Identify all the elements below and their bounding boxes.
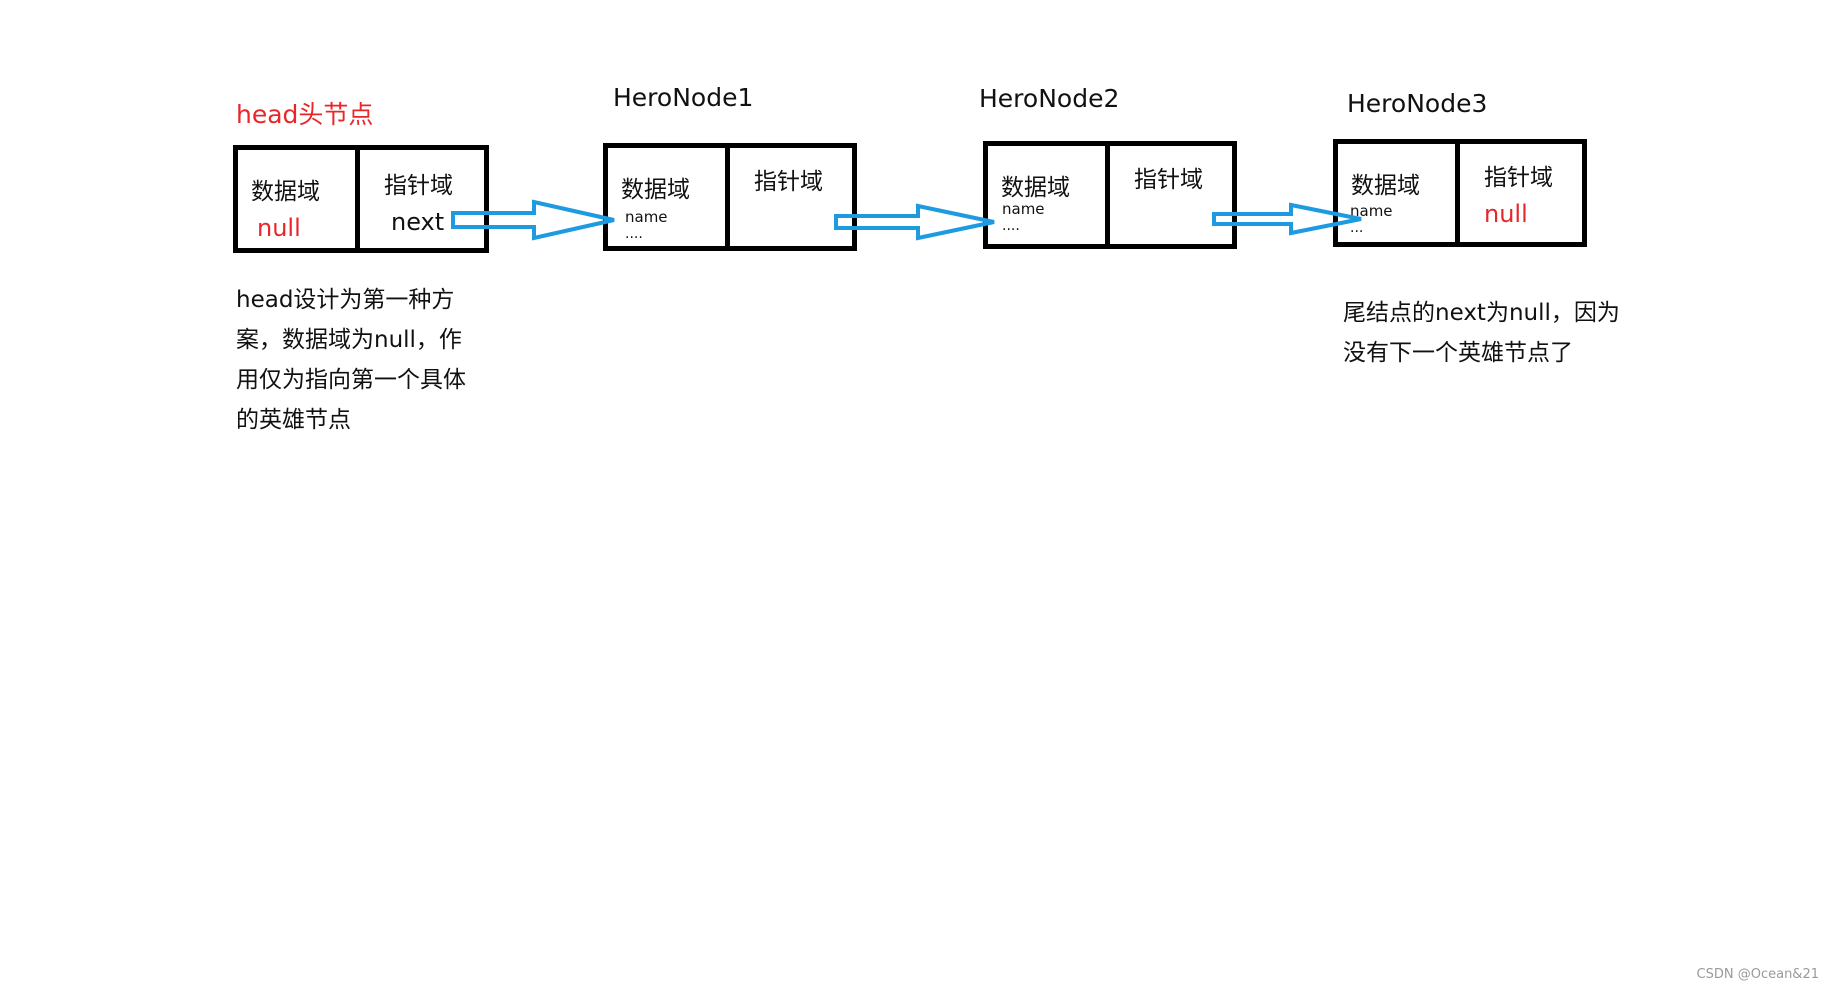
hero-node-2-pointer-label: 指针域 — [1134, 167, 1203, 193]
hero-node-1-data-field: 数据域 name .... — [608, 148, 730, 246]
head-data-label: 数据域 — [251, 179, 320, 205]
hero-node-1-box: 数据域 name .... 指针域 — [603, 143, 857, 251]
hero-node-1-more-fields: .... — [625, 226, 643, 242]
hero-node-1-pointer-label: 指针域 — [754, 169, 823, 195]
hero-node-3-name-field: name — [1350, 202, 1393, 220]
hero-node-3-title: HeroNode3 — [1347, 89, 1488, 118]
arrow-node1-to-node2-shape — [834, 203, 995, 241]
arrow-head-to-node1-shape — [451, 199, 615, 241]
head-pointer-label: 指针域 — [384, 173, 453, 199]
hero-node-3-box: 数据域 name ... 指针域 null — [1333, 139, 1587, 247]
head-pointer-field: 指针域 next — [360, 150, 484, 248]
hero-node-1-name-field: name — [625, 208, 668, 226]
hero-node-1-data-label: 数据域 — [621, 177, 690, 203]
head-node-title: head头节点 — [236, 100, 374, 129]
hero-node-3-pointer-label: 指针域 — [1484, 165, 1553, 191]
hero-node-3-data-label: 数据域 — [1351, 173, 1420, 199]
hero-node-3-data-field: 数据域 name ... — [1338, 144, 1460, 242]
hero-node-1-title: HeroNode1 — [613, 83, 754, 112]
hero-node-2-box: 数据域 name .... 指针域 — [983, 141, 1237, 249]
hero-node-2-title: HeroNode2 — [979, 84, 1120, 113]
hero-node-3-more-fields: ... — [1350, 220, 1364, 236]
watermark: CSDN @Ocean&21 — [1696, 967, 1819, 982]
hero-node-2-data-label: 数据域 — [1001, 175, 1070, 201]
head-data-value: null — [257, 214, 301, 242]
head-note: head设计为第一种方案，数据域为null，作用仅为指向第一个具体的英雄节点 — [236, 287, 466, 433]
tail-note: 尾结点的next为null，因为没有下一个英雄节点了 — [1343, 300, 1620, 366]
hero-node-1-pointer-field: 指针域 — [730, 148, 852, 246]
hero-node-2-more-fields: .... — [1002, 218, 1020, 234]
hero-node-3-pointer-value: null — [1484, 200, 1528, 228]
head-data-field: 数据域 null — [238, 150, 360, 248]
hero-node-2-data-field: 数据域 name .... — [988, 146, 1110, 244]
arrow-node2-to-node3-shape — [1212, 202, 1362, 236]
head-node-box: 数据域 null 指针域 next — [233, 145, 489, 253]
hero-node-3-pointer-field: 指针域 null — [1460, 144, 1582, 242]
hero-node-2-pointer-field: 指针域 — [1110, 146, 1232, 244]
hero-node-2-name-field: name — [1002, 200, 1045, 218]
head-pointer-value: next — [391, 208, 445, 236]
